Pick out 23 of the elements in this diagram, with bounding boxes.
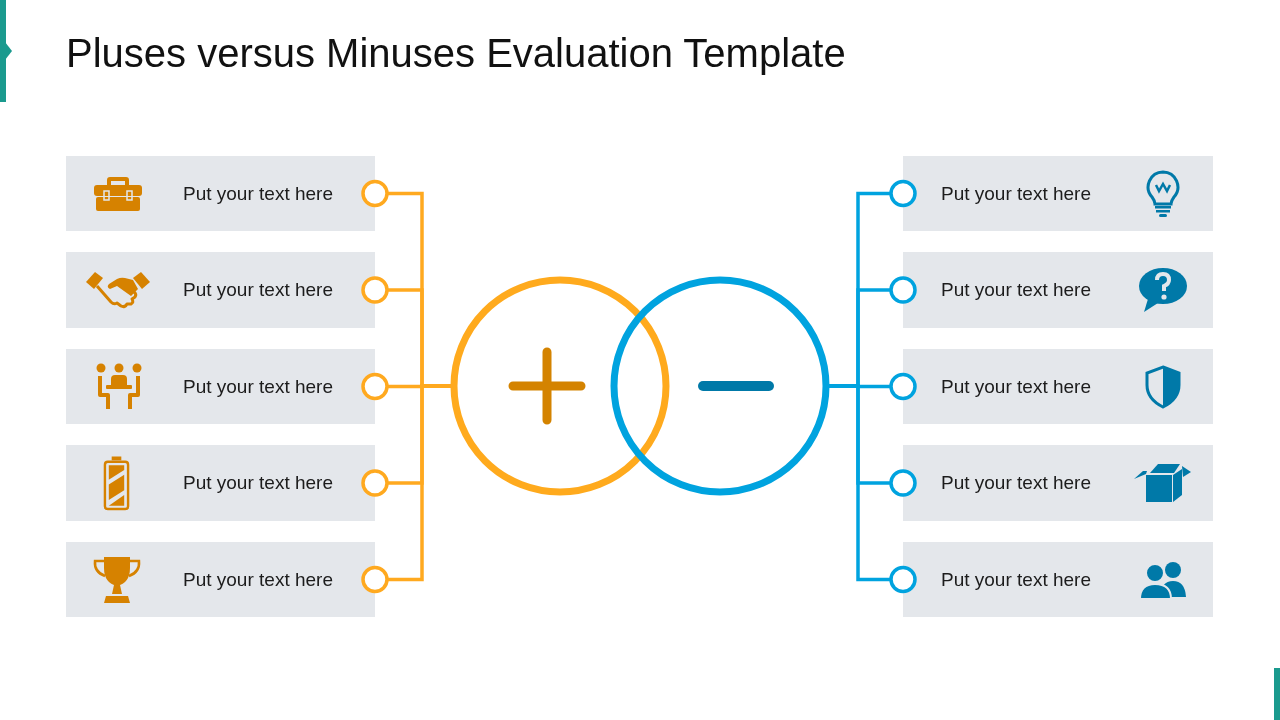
text-panel [903, 156, 1213, 231]
panel-text: Put your text here [183, 472, 333, 494]
panel-text: Put your text here [183, 375, 333, 398]
text-panel [66, 156, 375, 231]
text-panel [66, 252, 375, 328]
circle-outline [450, 276, 670, 496]
panel-text: Put your text here [941, 472, 1091, 494]
circle-outline [610, 276, 830, 496]
text-panel [66, 445, 375, 521]
panel-text: Put your text here [941, 568, 1091, 591]
slide-title: Pluses versus Minuses Evaluation Template [66, 30, 846, 76]
panel-text: Put your text here [183, 568, 333, 591]
panel-text: Put your text here [941, 182, 1091, 205]
panel-text: Put your text here [183, 182, 333, 205]
text-panel [903, 542, 1213, 617]
text-panel [66, 349, 375, 424]
panel-text: Put your text here [941, 375, 1091, 398]
text-panel [66, 542, 375, 617]
panel-text: Put your text here [941, 279, 1091, 301]
panel-text: Put your text here [183, 279, 333, 301]
text-panel [903, 252, 1213, 328]
text-panel [903, 349, 1213, 424]
text-panel [903, 445, 1213, 521]
